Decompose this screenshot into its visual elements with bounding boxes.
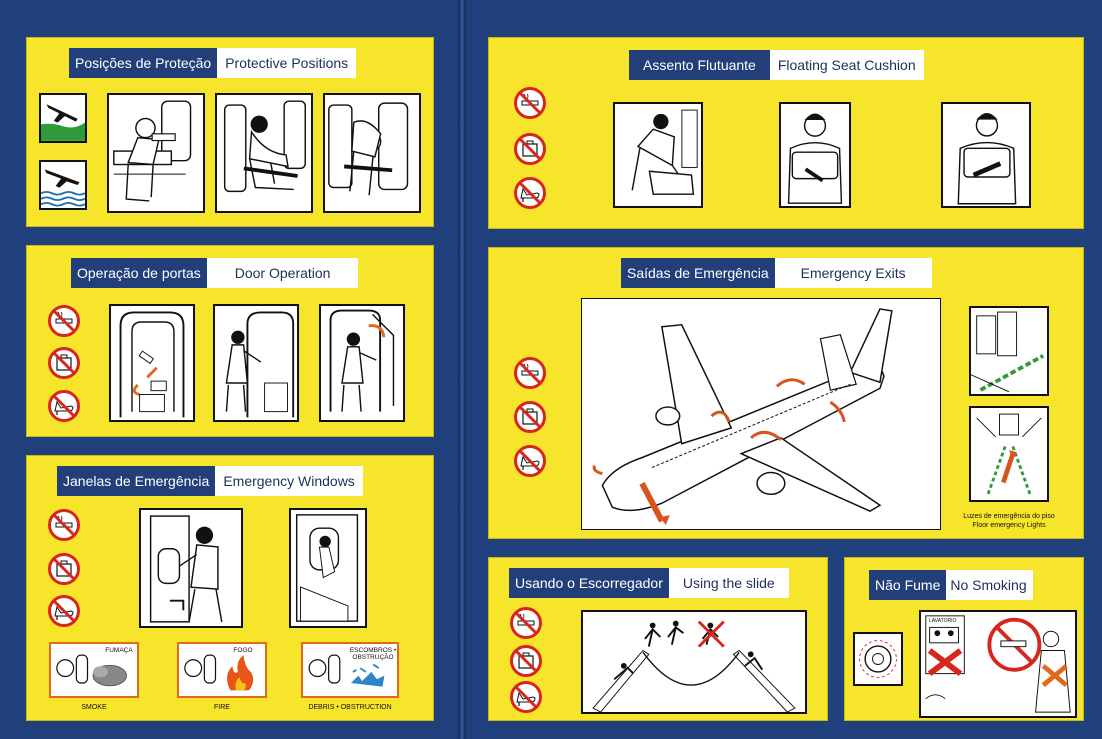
hazard-debris-card: ESCOMBROS • OBSTRUÇÃO (301, 642, 399, 698)
cushion-hug-illustration (941, 102, 1031, 208)
floor-lights-cabin-illustration (969, 306, 1049, 396)
no-high-heels-icon (513, 444, 547, 478)
emergency-exits-title-pt: Saídas de Emergência (621, 258, 775, 288)
no-smoking-title: Não Fume No Smoking (869, 570, 1033, 600)
aircraft-exits-diagram (581, 298, 941, 530)
no-high-heels-icon (47, 389, 81, 423)
protective-positions-panel: Posições de Proteção Protective Position… (26, 37, 434, 227)
using-the-slide-title-en: Using the slide (668, 568, 789, 598)
floating-seat-cushion-title-pt: Assento Flutuante (629, 50, 770, 80)
window-exit-climbing-illustration (289, 508, 367, 628)
emergency-exits-panel: Saídas de Emergência Emergency Exits (488, 247, 1084, 539)
emergency-windows-title-pt: Janelas de Emergência (57, 466, 216, 496)
no-smoking-title-en: No Smoking (946, 570, 1033, 600)
cushion-hold-illustration (779, 102, 851, 208)
lavatory-no-smoking-illustration: LAVATORIO (919, 610, 1077, 718)
door-operation-title: Operação de portas Door Operation (71, 258, 359, 288)
floor-lights-label: Luzes de emergência do piso Floor emerge… (951, 512, 1067, 530)
emergency-windows-title-en: Emergency Windows (215, 466, 363, 496)
floating-seat-cushion-panel: Assento Flutuante Floating Seat Cushion (488, 37, 1084, 229)
window-exit-pulling-illustration (139, 508, 243, 628)
brace-position-lap-illustration (215, 93, 313, 213)
hazard-smoke-label: SMOKE (81, 704, 107, 711)
no-smoking-icon (47, 508, 81, 542)
cushion-remove-illustration (613, 102, 703, 208)
floor-lights-label-pt: Luzes de emergência do piso (963, 513, 1055, 520)
no-smoking-icon (509, 606, 543, 640)
no-baggage-icon (47, 552, 81, 586)
no-high-heels-icon (513, 176, 547, 210)
hazard-debris-label: DEBRIS • OBSTRUCTION (308, 704, 392, 711)
emergency-exits-title: Saídas de Emergência Emergency Exits (621, 258, 932, 288)
brace-position-head-down-illustration (323, 93, 421, 213)
door-handle-illustration (109, 304, 195, 422)
floor-lights-aisle-illustration (969, 406, 1049, 502)
hazard-fire-label: FIRE (214, 704, 230, 711)
no-baggage-icon (513, 400, 547, 434)
emergency-windows-title: Janelas de Emergência Emergency Windows (57, 466, 363, 496)
slide-evacuation-illustration (581, 610, 807, 714)
door-operation-panel: Operação de portas Door Operation (26, 245, 434, 437)
emergency-windows-panel: Janelas de Emergência Emergency Windows … (26, 455, 434, 721)
no-baggage-icon (47, 346, 81, 380)
no-high-heels-icon (509, 680, 543, 714)
door-operation-title-en: Door Operation (206, 258, 359, 288)
airplane-ditching-icon (39, 160, 87, 210)
no-smoking-icon (47, 304, 81, 338)
no-smoking-title-pt: Não Fume (869, 570, 947, 600)
using-the-slide-title: Usando o Escorregador Using the slide (509, 568, 789, 598)
hazard-debris-top-label: ESCOMBROS • OBSTRUÇÃO (349, 647, 397, 661)
protective-positions-title-pt: Posições de Proteção (69, 48, 218, 78)
hazard-fire-top-label: FOGO (233, 647, 253, 654)
floating-seat-cushion-title: Assento Flutuante Floating Seat Cushion (629, 50, 924, 80)
hazard-smoke-top-label: FUMAÇA (105, 647, 133, 654)
floor-lights-label-en: Floor emergency Lights (972, 522, 1046, 529)
lavatory-sign-label: LAVATORIO (929, 618, 957, 624)
no-smoking-icon (513, 86, 547, 120)
no-high-heels-icon (47, 594, 81, 628)
using-the-slide-panel: Usando o Escorregador Using the slide (488, 557, 828, 721)
page-fold (458, 0, 466, 739)
hazard-fire-card: FOGO (177, 642, 267, 698)
floating-seat-cushion-title-en: Floating Seat Cushion (769, 50, 924, 80)
no-baggage-icon (509, 644, 543, 678)
door-opening-attendant-illustration (319, 304, 405, 422)
no-smoking-panel: Não Fume No Smoking LAVATORIO (844, 557, 1084, 721)
door-operation-attendant-illustration (213, 304, 299, 422)
door-operation-title-pt: Operação de portas (71, 258, 207, 288)
no-baggage-icon (513, 132, 547, 166)
smoke-detector-illustration (853, 632, 903, 686)
protective-positions-title: Posições de Proteção Protective Position… (69, 48, 357, 78)
airplane-landing-icon (39, 93, 87, 143)
no-smoking-icon (513, 356, 547, 390)
using-the-slide-title-pt: Usando o Escorregador (509, 568, 669, 598)
emergency-exits-title-en: Emergency Exits (774, 258, 932, 288)
brace-position-seatback-illustration (107, 93, 205, 213)
protective-positions-title-en: Protective Positions (217, 48, 357, 78)
hazard-smoke-card: FUMAÇA (49, 642, 139, 698)
